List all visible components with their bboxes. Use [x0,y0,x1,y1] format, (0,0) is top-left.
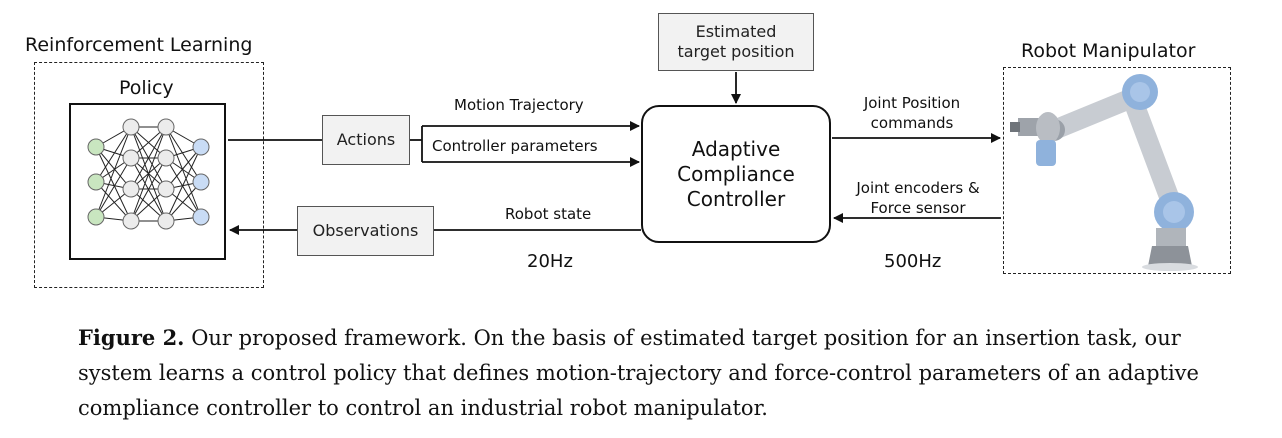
controller-parameters-label: Controller parameters [432,137,598,155]
target-line-2: target position [677,42,795,61]
rl-dashed-frame [34,62,264,288]
joint-position-label: Joint Position commands [850,93,974,133]
joint-position-line-1: Joint Position [863,94,961,112]
motion-trajectory-label: Motion Trajectory [454,96,584,114]
encoders-line-1: Joint encoders & [856,179,980,197]
caption-text: Our proposed framework. On the basis of … [78,326,1199,420]
rate-20hz: 20Hz [527,251,573,272]
robot-state-label: Robot state [505,205,592,223]
adaptive-compliance-controller-box: Adaptive Compliance Controller [641,105,831,243]
wrist-joint-cover [1036,140,1056,166]
controller-line-1: Adaptive [691,136,781,161]
joint-position-line-2: commands [870,114,954,132]
figure-label: Figure 2. [78,325,185,350]
figure-caption: Figure 2. Our proposed framework. On the… [78,320,1208,426]
observations-box: Observations [297,206,434,256]
controller-line-2: Compliance [677,161,795,186]
rate-500hz: 500Hz [884,251,942,272]
target-position-box: Estimated target position [658,13,814,71]
controller-line-3: Controller [686,186,786,211]
policy-label: Policy [119,77,174,99]
robot-arm-image [1010,74,1198,271]
actions-box: Actions [322,115,410,165]
robot-dashed-frame [1003,67,1231,274]
rl-title: Reinforcement Learning [25,34,253,56]
encoders-label: Joint encoders & Force sensor [838,178,998,218]
policy-network-box [69,103,226,260]
target-line-1: Estimated [695,22,777,41]
robot-title: Robot Manipulator [1021,40,1196,62]
neural-network-icon [87,118,210,230]
encoders-line-2: Force sensor [870,199,966,217]
diagram-arrows [228,72,1001,235]
